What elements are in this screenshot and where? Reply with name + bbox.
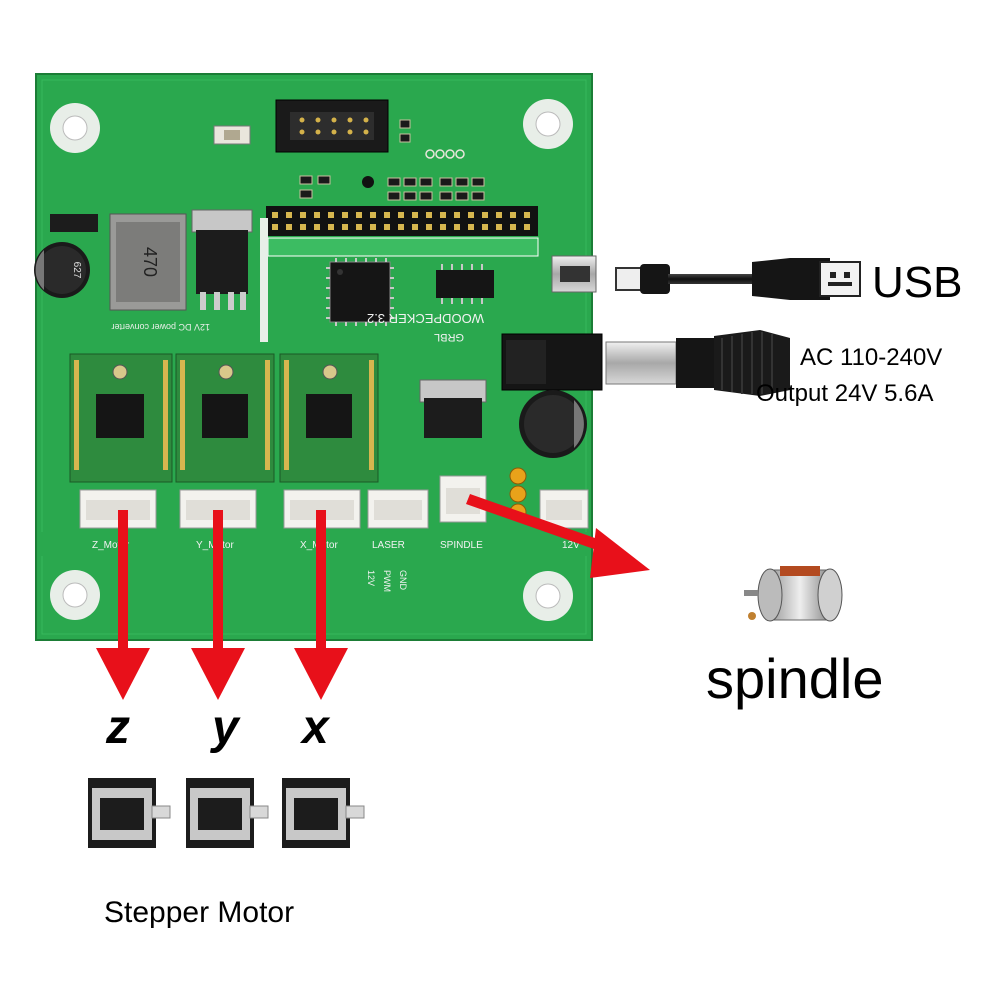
laser-pin-12v: 12V (366, 570, 376, 586)
arrows (96, 494, 650, 700)
stepper-driver-z (69, 353, 173, 483)
silkscreen-12v: 12V (562, 540, 580, 551)
mounting-hole (523, 99, 573, 149)
mounting-hole (523, 571, 573, 621)
dc-power-jack (501, 333, 603, 391)
stepper-motor-x (282, 778, 365, 848)
mounting-hole (50, 570, 100, 620)
stepper-motor-z (88, 778, 171, 848)
usb-label: USB (872, 258, 963, 307)
laser-pin-gnd: GND (398, 570, 408, 591)
controller-board: 470 627 12V DC power converter (34, 73, 603, 641)
firmware-silkscreen: GRBL (434, 331, 464, 343)
power-plug (605, 330, 790, 396)
mounting-hole (50, 103, 100, 153)
silkscreen-z-motor: Z_Motor (92, 540, 130, 551)
connector-12v (539, 489, 589, 529)
svg-text:627: 627 (71, 262, 82, 279)
arrow-x (294, 510, 348, 700)
power-output-label: Output 24V 5.6A (756, 380, 934, 407)
electrolytic-capacitor-right (519, 390, 587, 458)
voltage-regulator (191, 209, 253, 310)
mosfet (419, 379, 487, 438)
power-converter-silkscreen: 12V DC power converter (111, 322, 210, 332)
electrolytic-capacitor: 627 (34, 242, 90, 298)
arrow-spindle (466, 494, 650, 578)
microcontroller (326, 258, 394, 326)
stepper-motor-label: Stepper Motor (104, 896, 295, 929)
silkscreen-laser: LASER (372, 540, 405, 551)
axis-y-label: y (212, 701, 239, 754)
spindle-motor (744, 566, 843, 622)
board-usb-port (551, 255, 597, 293)
axis-z-label: z (106, 701, 130, 754)
silkscreen-spindle: SPINDLE (440, 540, 483, 551)
laser-pin-pwm: PWM (382, 570, 392, 592)
arrow-y (191, 510, 245, 700)
power-input-label: AC 110-240V (800, 344, 943, 371)
connector-laser (367, 489, 429, 529)
power-inductor: 470 (109, 213, 187, 311)
pin-header (266, 206, 539, 257)
arrow-z (96, 510, 150, 700)
board-name-silkscreen: WOODPECKER 3.2 (367, 311, 484, 326)
inductor-marking: 470 (140, 247, 160, 277)
stepper-driver-x (279, 353, 379, 483)
connector-spindle (439, 475, 487, 523)
axis-x-label: x (302, 701, 329, 754)
usb-chip (436, 264, 494, 304)
spindle-label: spindle (706, 647, 884, 710)
stepper-driver-y (175, 353, 275, 483)
stepper-motor-y (186, 778, 269, 848)
usb-cable (615, 258, 861, 300)
